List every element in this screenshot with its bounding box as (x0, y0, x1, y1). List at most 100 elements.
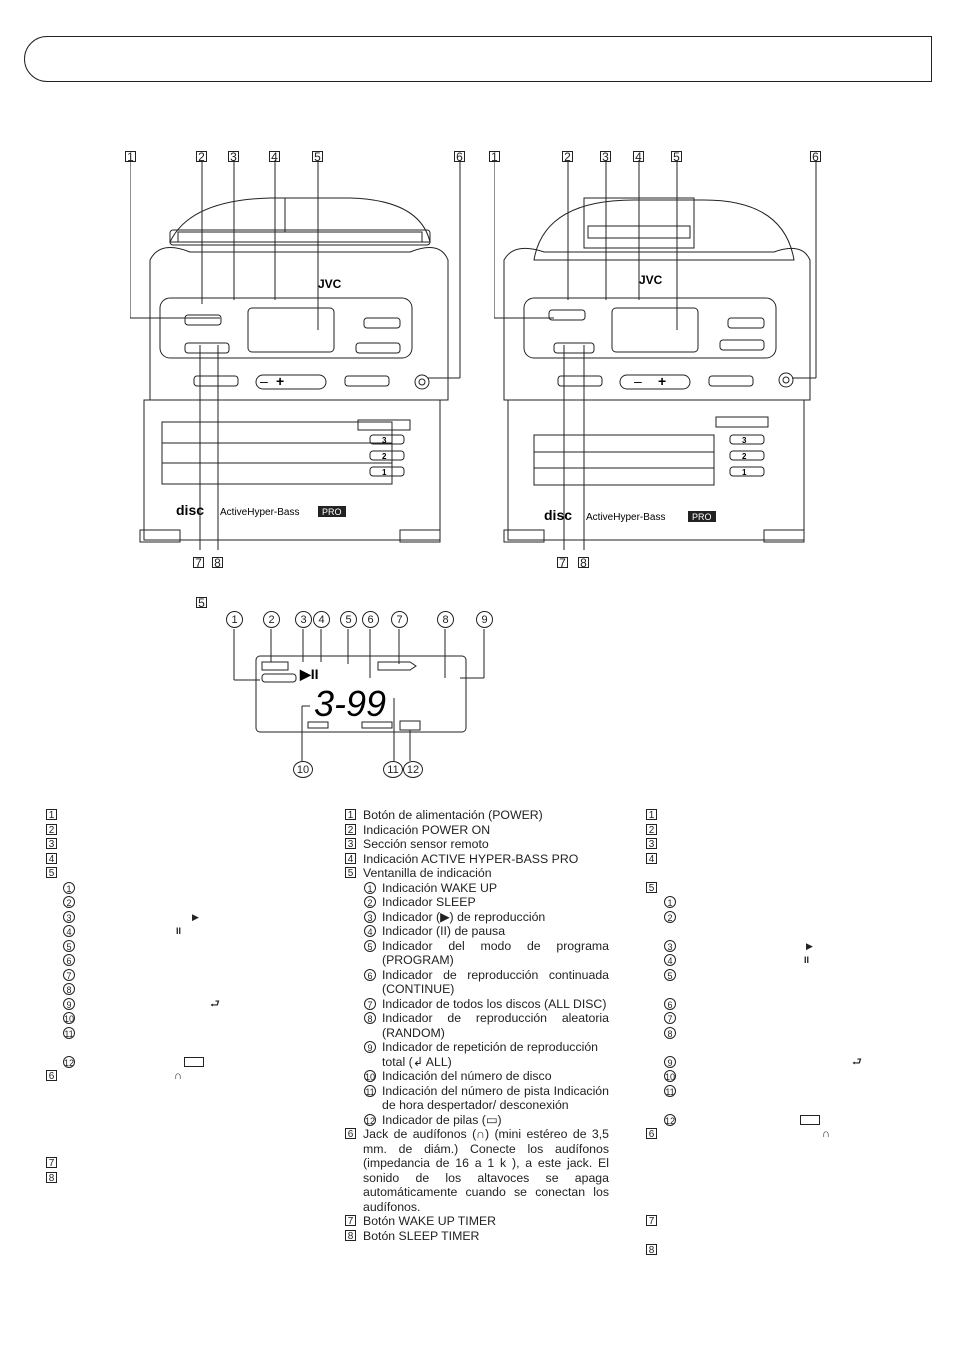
marker: 7 (345, 1215, 356, 1227)
sub-marker: 5 (664, 968, 676, 981)
marker: 6 (46, 1070, 57, 1082)
disc-logo: disc (176, 502, 204, 518)
item-text: Ventanilla de indicación (363, 866, 492, 880)
sub-marker: 8 (664, 1026, 676, 1039)
sub-item-text: Indicador de reproducción aleatoria (RAN… (382, 1011, 609, 1040)
brand-logo: JVC (318, 277, 342, 291)
sub-marker: 5 (63, 939, 75, 952)
sub-marker: 12 (63, 1055, 75, 1068)
marker: 5 (345, 867, 356, 879)
disc-1-label: 1 (742, 468, 747, 477)
marker: 4 (646, 852, 657, 865)
volume-plus: + (658, 373, 666, 389)
marker: 3 (46, 838, 57, 850)
sub-marker: 6 (63, 954, 75, 966)
item-text: Indicación ACTIVE HYPER-BASS PRO (363, 851, 579, 866)
sub-marker: 7 (664, 1012, 676, 1024)
sub-marker: 9 (364, 1041, 376, 1053)
display-label-2: 2 (263, 611, 280, 628)
sub-marker: 11 (63, 1026, 75, 1039)
sub-item-text: Indicación del número de disco (382, 1069, 552, 1083)
marker: 1 (345, 809, 356, 821)
sub-marker: 10 (364, 1070, 376, 1082)
sub-marker: 2 (364, 896, 376, 908)
display-label-7: 7 (391, 611, 408, 628)
marker: 8 (345, 1229, 356, 1242)
play-pause-indicator: ▶II (299, 666, 319, 682)
sub-marker: 4 (63, 925, 75, 937)
marker: 4 (345, 852, 356, 865)
model-badge: PRO (322, 507, 342, 517)
display-label-4: 4 (313, 611, 330, 628)
item-text: Indicación POWER ON (363, 822, 491, 837)
sub-marker: 12 (364, 1113, 376, 1126)
sub-item-text: Indicador de reproducción continuada (CO… (382, 967, 609, 997)
display-label-10: 10 (293, 761, 313, 778)
sub-marker: 9 (63, 997, 75, 1010)
sub-marker: 4 (664, 954, 676, 966)
marker: 7 (46, 1157, 57, 1169)
model-text: ActiveHyper-Bass (586, 512, 665, 523)
sub-item-text: Indicador de todos los discos (ALL DISC) (382, 996, 607, 1011)
stereo-illustration-closed: JVC + – 3 2 1 disc ActiveHyper-Bass PRO (494, 160, 817, 550)
marker: 5 (646, 881, 657, 894)
sub-item-text: Indicador del modo de programa (PROGRAM) (382, 938, 609, 968)
item-text: Sección sensor remoto (363, 837, 489, 851)
display-label-5: 5 (340, 611, 357, 628)
disc-3-label: 3 (742, 436, 747, 445)
marker: 2 (345, 823, 356, 836)
item-text: Botón SLEEP TIMER (363, 1228, 480, 1243)
disc-2-label: 2 (382, 452, 387, 461)
marker: 1 (46, 809, 57, 821)
display-label-8: 8 (437, 611, 454, 628)
sub-marker: 8 (364, 1012, 376, 1024)
display-label-3: 3 (295, 611, 312, 628)
marker: 4 (46, 852, 57, 865)
disc-logo: disc (544, 507, 572, 523)
marker: 6 (345, 1128, 356, 1140)
sub-marker: 10 (63, 1012, 75, 1024)
marker: 8 (46, 1171, 57, 1184)
sub-marker: 3 (664, 939, 676, 952)
item-text: Botón de alimentación (POWER) (363, 808, 543, 822)
sub-marker: 11 (664, 1084, 676, 1097)
display-label-1: 1 (226, 611, 243, 628)
marker: 2 (46, 823, 57, 836)
marker: 3 (646, 838, 657, 850)
disc-3-label: 3 (382, 436, 387, 445)
display-window-diagram: ▶II 3-99 (233, 629, 485, 761)
callout-7: 7 (557, 557, 568, 569)
disc-2-label: 2 (742, 452, 747, 461)
display-callout-5: 5 (196, 597, 207, 609)
sub-marker: 4 (364, 925, 376, 937)
sub-marker: 2 (664, 910, 676, 923)
item-text: Botón WAKE UP TIMER (363, 1214, 497, 1228)
display-label-9: 9 (476, 611, 493, 628)
sub-marker: 6 (664, 997, 676, 1010)
sub-marker: 2 (63, 896, 75, 908)
display-label-11: 11 (383, 761, 403, 778)
sub-marker: 3 (63, 910, 75, 923)
volume-minus: – (634, 373, 642, 389)
callout-7: 7 (193, 557, 204, 569)
sub-marker: 11 (364, 1084, 376, 1097)
sub-marker: 6 (364, 968, 376, 981)
sub-marker: 1 (664, 896, 676, 908)
display-digits: 3-99 (314, 683, 386, 724)
display-label-6: 6 (362, 611, 379, 628)
sub-marker: 7 (364, 997, 376, 1010)
sub-marker: 1 (364, 881, 376, 894)
sub-item-text: Indicación WAKE UP (382, 880, 498, 895)
page-header-frame (24, 36, 932, 82)
sub-marker: 10 (664, 1070, 676, 1082)
model-badge: PRO (692, 512, 712, 522)
marker: 3 (345, 838, 356, 850)
marker: 7 (646, 1215, 657, 1227)
stereo-illustration-open: JVC + – 3 2 1 disc ActiveHyper-Bass PRO (130, 160, 461, 550)
sub-item-text: Indicador (II) de pausa (382, 924, 506, 938)
marker: 5 (46, 867, 57, 879)
disc-1-label: 1 (382, 468, 387, 477)
